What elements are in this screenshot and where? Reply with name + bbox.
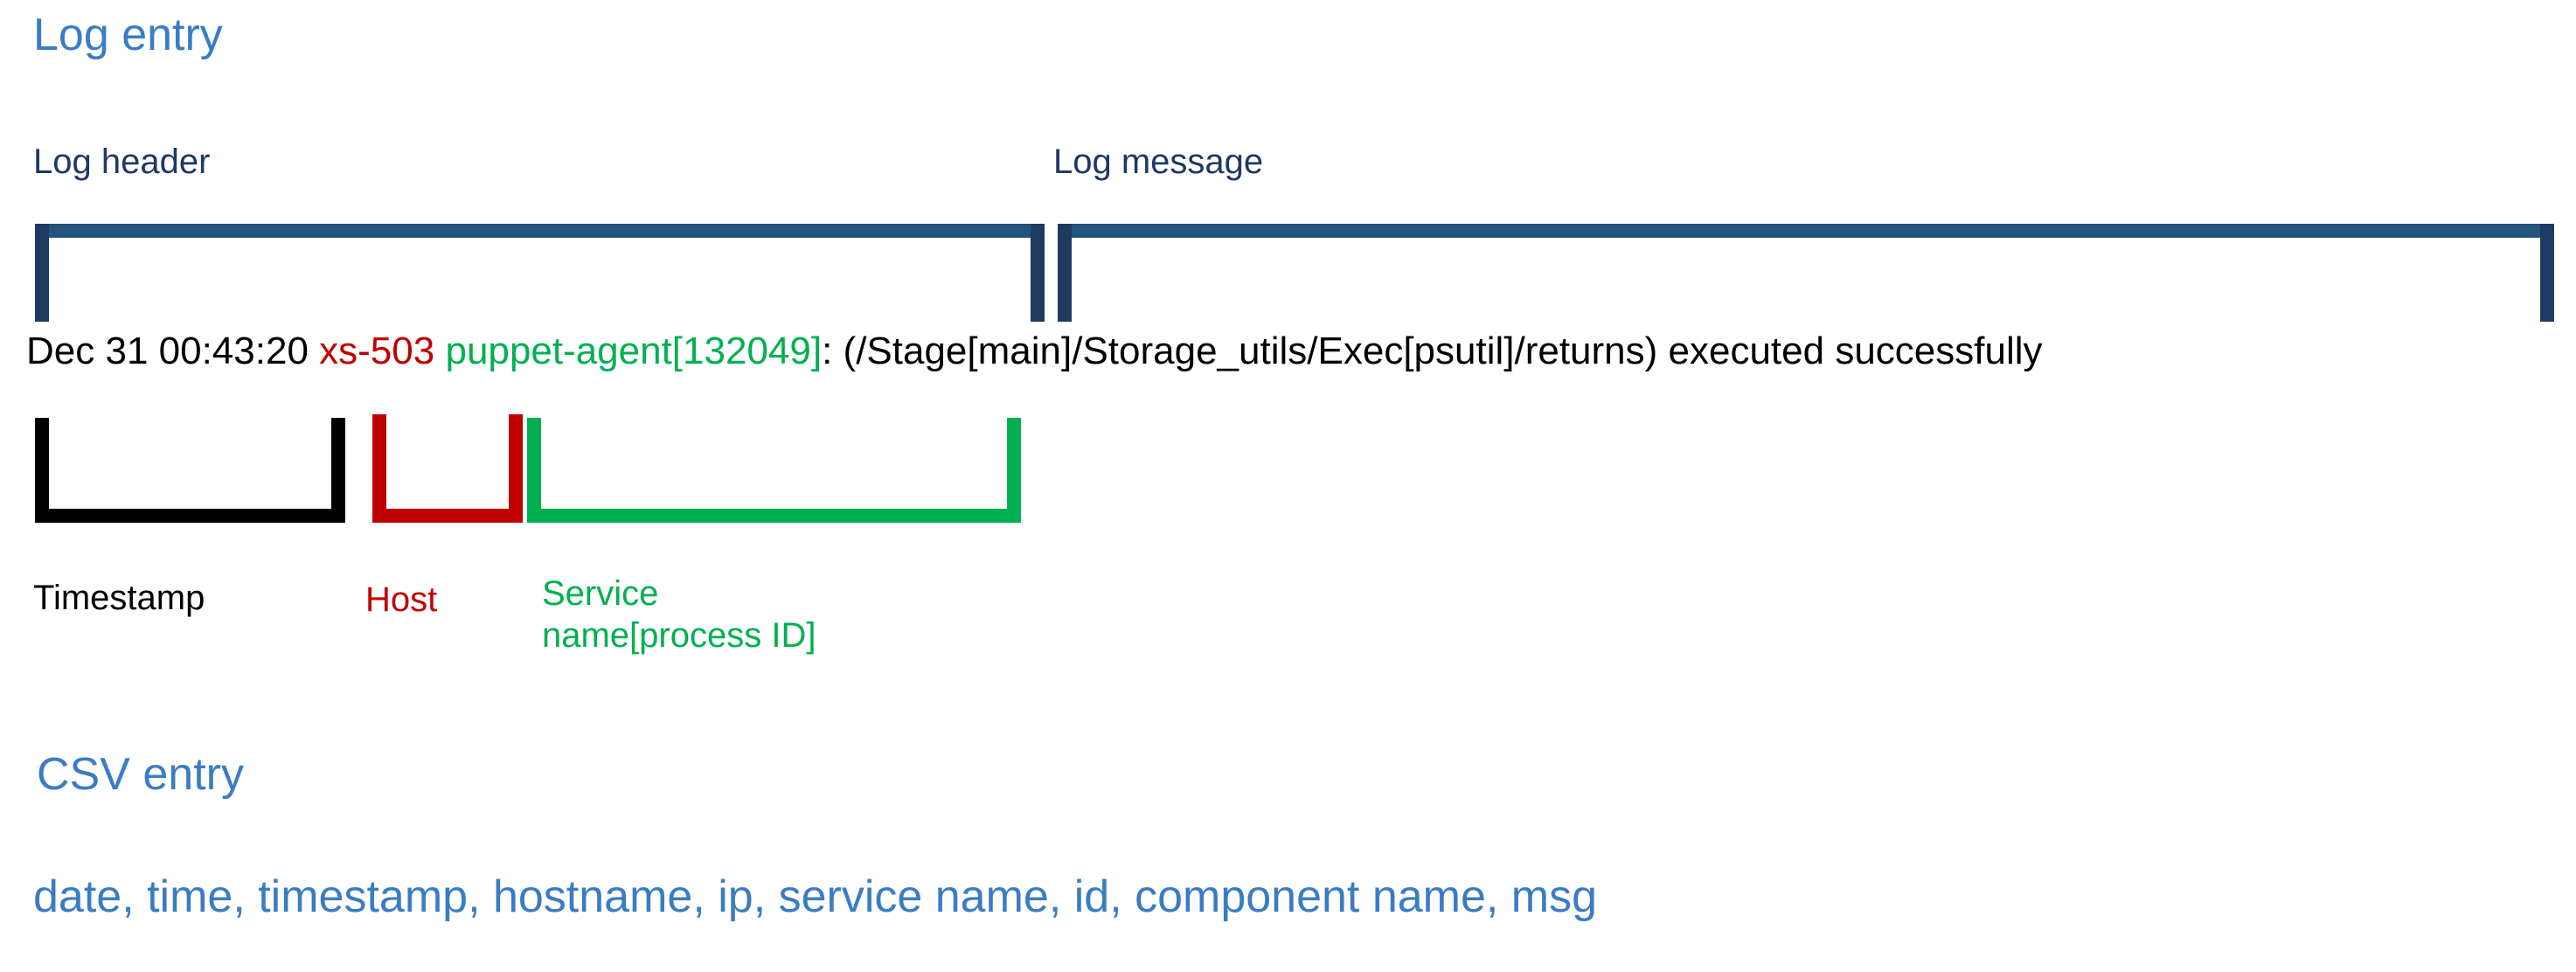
bracket-leg-left — [35, 418, 49, 523]
bracket-leg-left — [1058, 224, 1072, 322]
bracket-bar — [527, 509, 1021, 523]
log-timestamp-text: Dec 31 00:43:20 — [26, 330, 309, 372]
log-space-2 — [434, 330, 445, 372]
host-bracket — [372, 414, 523, 523]
log-header-bracket — [35, 224, 1045, 322]
csv-entry-title: CSV entry — [37, 749, 244, 800]
host-part-label: Host — [365, 580, 438, 619]
log-header-label: Log header — [33, 142, 211, 181]
bracket-leg-left — [527, 418, 541, 523]
bracket-leg-right — [331, 418, 345, 523]
service-bracket — [527, 418, 1021, 523]
log-host-text: xs-503 — [319, 330, 435, 372]
bracket-leg-left — [372, 414, 386, 523]
log-line: Dec 31 00:43:20 xs-503 puppet-agent[1320… — [26, 332, 2043, 371]
bracket-leg-right — [1007, 418, 1021, 523]
service-part-label: Service name[process ID] — [542, 574, 816, 655]
bracket-bar — [372, 509, 523, 523]
log-entry-title: Log entry — [33, 10, 223, 60]
log-message-bracket — [1058, 224, 2554, 322]
bracket-bar — [35, 224, 1045, 238]
log-message-text: : (/Stage[main]/Storage_utils/Exec[psuti… — [822, 330, 2043, 372]
bracket-leg-right — [2540, 224, 2554, 322]
log-message-label: Log message — [1053, 142, 1264, 181]
timestamp-bracket — [35, 418, 345, 523]
timestamp-part-label: Timestamp — [33, 579, 205, 617]
bracket-bar — [35, 509, 345, 523]
csv-entry-line: date, time, timestamp, hostname, ip, ser… — [33, 871, 1598, 922]
log-space-1 — [309, 330, 319, 372]
bracket-leg-left — [35, 224, 49, 322]
bracket-leg-right — [509, 414, 523, 523]
bracket-leg-right — [1031, 224, 1045, 322]
log-service-text: puppet-agent[132049] — [445, 330, 823, 372]
bracket-bar — [1058, 224, 2554, 238]
